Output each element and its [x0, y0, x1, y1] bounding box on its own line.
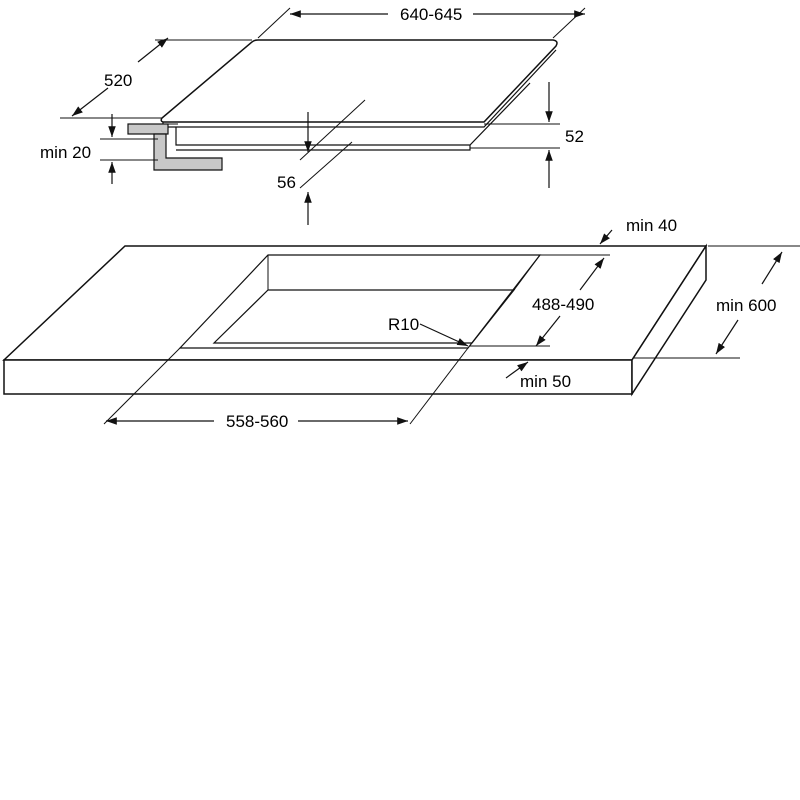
- worktop-min-depth-label: min 600: [716, 296, 776, 315]
- mounting-bracket: [153, 133, 223, 171]
- hob-glass-top: [160, 39, 558, 123]
- worktop-section-top: [127, 123, 169, 135]
- worktop-cutout-inner: [212, 289, 516, 344]
- hob-body: [175, 82, 531, 146]
- worktop-min-front-label: min 50: [520, 372, 571, 391]
- hob-drawing: 640-645 520 52 56 min 20: [40, 5, 586, 225]
- worktop-side-face: [631, 243, 707, 397]
- hob-body-bottom: [176, 145, 471, 151]
- hob-width-label: 640-645: [400, 5, 462, 24]
- hob-min-worktop-label: min 20: [40, 143, 91, 162]
- worktop-cutout-depth-label: 488-490: [532, 295, 594, 314]
- worktop-min-back-label: min 40: [626, 216, 677, 235]
- worktop-drawing: min 40 min 600 488-490 R10 min 50 558-56…: [2, 216, 800, 431]
- hob-under-depth-label: 56: [277, 173, 296, 192]
- hob-depth-label: 520: [104, 71, 132, 90]
- worktop-corner-radius-label: R10: [388, 315, 419, 334]
- worktop-cutout-width-label: 558-560: [226, 412, 288, 431]
- hob-height-label: 52: [565, 127, 584, 146]
